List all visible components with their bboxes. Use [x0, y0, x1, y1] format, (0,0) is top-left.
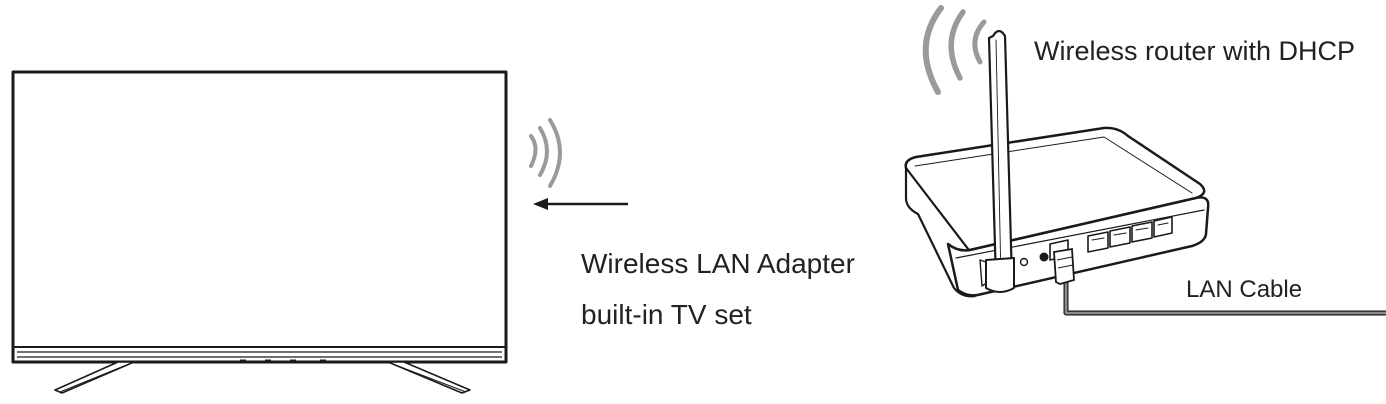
- tv-stand-right: [387, 361, 471, 394]
- router-antenna: [985, 29, 1015, 293]
- arrow-left-icon: [533, 198, 628, 210]
- wireless-signal-icon: [529, 118, 562, 188]
- adapter-label-line2: built-in TV set: [581, 299, 752, 330]
- lan-cable-icon: [1053, 247, 1386, 316]
- tv-stand-left: [54, 361, 135, 394]
- router-icon: [904, 29, 1210, 298]
- router-ports: [1049, 216, 1173, 261]
- wireless-signal-icon: [922, 5, 987, 95]
- adapter-label-line1: Wireless LAN Adapter: [581, 248, 855, 279]
- router-label: Wireless router with DHCP: [1034, 36, 1356, 66]
- tv-icon: [11, 70, 508, 394]
- lan-cable-label: LAN Cable: [1186, 276, 1303, 303]
